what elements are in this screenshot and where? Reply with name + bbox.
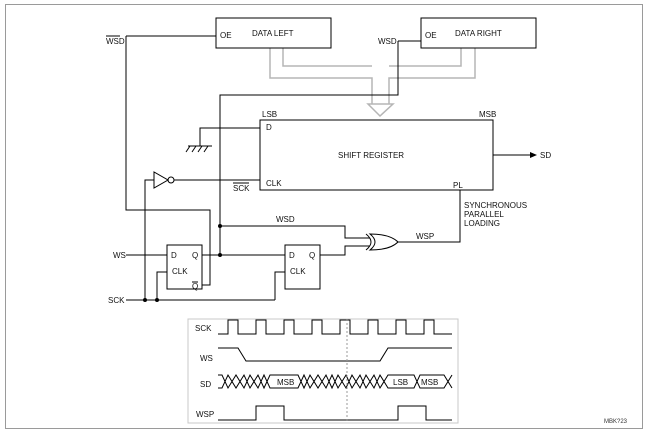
- sck-waveform: [218, 319, 452, 335]
- ff2-clk-label: CLK: [290, 267, 306, 276]
- sd-output: SD: [493, 151, 551, 160]
- shift-register-clk-label: CLK: [266, 179, 282, 188]
- msb-label: MSB: [479, 110, 496, 119]
- sck-input-label: SCK: [108, 296, 125, 305]
- wsd-top-label: WSD: [106, 37, 125, 46]
- data-left-oe-label: OE: [220, 31, 232, 40]
- data-left-block: OE DATA LEFT: [215, 17, 332, 49]
- sd-tag-msb-1: MSB: [277, 378, 294, 387]
- data-right-oe-label: OE: [425, 31, 437, 40]
- sd-tag-msb-2: MSB: [421, 378, 438, 387]
- inverter-gate: [153, 171, 175, 189]
- timing-label-wsp: WSP: [196, 410, 214, 419]
- xor-gate: [365, 233, 399, 251]
- lsb-label: LSB: [262, 110, 277, 119]
- shift-register-pl-label: PL: [453, 181, 463, 190]
- timing-label-ws: WS: [200, 354, 213, 363]
- flip-flop-1: D Q CLK Q: [166, 244, 203, 291]
- wsd-right-label: WSD: [378, 37, 397, 46]
- ff1-d-label: D: [171, 251, 177, 260]
- ff1-qbar-label: Q: [192, 282, 198, 291]
- note-line-3: LOADING: [464, 219, 500, 228]
- wsp-label: WSP: [416, 232, 434, 241]
- note-line-1: SYNCHRONOUS: [464, 201, 527, 210]
- csdn-watermark: CSDN @Arcrong水源骚: [474, 405, 623, 421]
- ws-input-label: WS: [113, 251, 126, 260]
- wsp-waveform: [218, 405, 452, 421]
- shift-register-title: SHIFT REGISTER: [338, 151, 404, 160]
- bus-arrow-icon: [366, 103, 395, 118]
- ff2-q-label: Q: [309, 251, 315, 260]
- note-line-2: PARALLEL: [464, 210, 504, 219]
- timing-label-sd: SD: [200, 380, 211, 389]
- sd-waveform: MSB LSB MSB: [218, 373, 453, 390]
- flip-flop-2: D Q CLK: [284, 244, 321, 290]
- ff2-d-label: D: [289, 251, 295, 260]
- data-right-title: DATA RIGHT: [455, 29, 502, 38]
- sd-output-label: SD: [540, 151, 551, 160]
- sck-bar-label: SCK: [233, 184, 250, 193]
- diagram-frame: [5, 4, 643, 429]
- timing-label-sck: SCK: [195, 324, 212, 333]
- shift-register-block: LSB MSB D CLK PL SHIFT REGISTER: [259, 110, 496, 191]
- data-right-block: OE DATA RIGHT: [420, 17, 537, 49]
- wsd-mid-label: WSD: [276, 215, 295, 224]
- figure-id-label: MBK?23: [604, 419, 628, 425]
- ws-waveform: [218, 347, 452, 362]
- timing-diagram: SCK WS SD WSP MSB LSB MSB: [187, 318, 459, 424]
- ground-symbol-icon: [185, 127, 260, 153]
- data-left-title: DATA LEFT: [252, 29, 294, 38]
- shift-register-d-label: D: [266, 123, 272, 132]
- ff1-clk-label: CLK: [172, 267, 188, 276]
- sd-arrow-icon: [530, 152, 537, 158]
- ff1-q-label: Q: [192, 251, 198, 260]
- parallel-data-bus: [269, 48, 476, 118]
- sd-tag-lsb: LSB: [393, 378, 408, 387]
